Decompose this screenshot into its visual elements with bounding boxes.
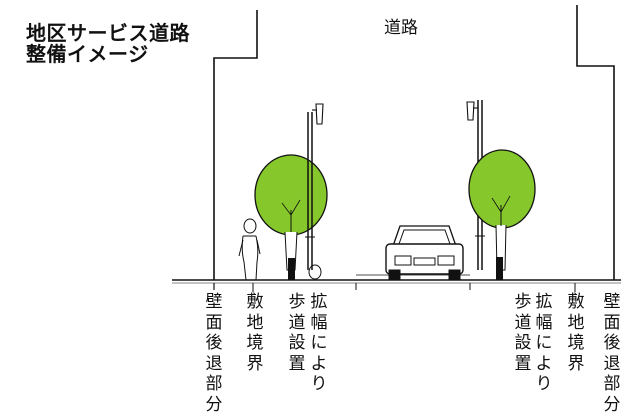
- label-sidewalk-left: 歩道設置: [288, 292, 306, 374]
- pedestrian-figure: [238, 218, 261, 281]
- diagram-title-line-2: 整備イメージ: [26, 42, 149, 66]
- left-building-outline: [213, 10, 258, 280]
- right-building-outline: [576, 5, 615, 280]
- road-label: 道路: [384, 18, 418, 38]
- left-street-tree: [254, 154, 328, 280]
- left-street-lamp: [305, 103, 324, 280]
- label-wall-setback-left: 壁面後退部分: [205, 292, 223, 415]
- car-front-view: [385, 225, 464, 281]
- label-lot-boundary-left: 敷地境界: [246, 292, 264, 374]
- label-lot-boundary-right: 敷地境界: [567, 292, 585, 374]
- label-widening-right: 拡幅により: [535, 292, 553, 394]
- label-wall-setback-right: 壁面後退部分: [603, 292, 621, 415]
- diagram-title-line-1: 地区サービス道路: [26, 21, 190, 45]
- label-widening-left: 拡幅により: [310, 292, 328, 394]
- label-sidewalk-right: 歩道設置: [514, 292, 532, 374]
- right-street-tree: [468, 149, 536, 280]
